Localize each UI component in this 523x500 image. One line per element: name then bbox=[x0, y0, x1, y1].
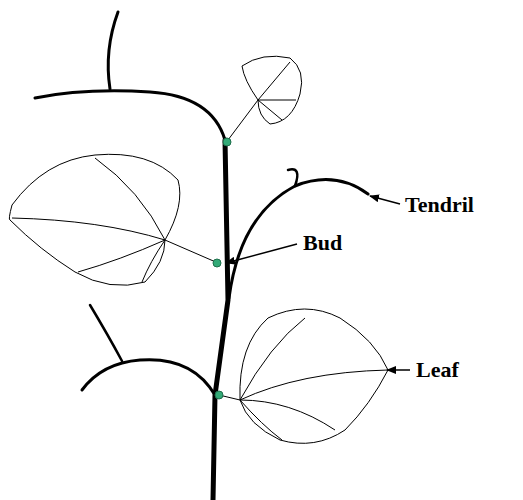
bud-dot bbox=[215, 391, 223, 399]
bud-dot bbox=[213, 259, 221, 267]
stem bbox=[213, 140, 228, 500]
leaf-vein bbox=[228, 62, 296, 140]
leaf-vein bbox=[219, 318, 388, 440]
tendril bbox=[288, 169, 297, 186]
tendril bbox=[82, 360, 215, 395]
bud-dot bbox=[223, 138, 231, 146]
tendril bbox=[90, 305, 122, 361]
leader-arrow bbox=[387, 369, 410, 371]
leader-arrow bbox=[370, 196, 400, 204]
tendril bbox=[108, 12, 118, 89]
part-label: Bud bbox=[303, 231, 342, 255]
part-label: Tendril bbox=[405, 193, 474, 217]
part-label: Leaf bbox=[416, 358, 459, 382]
leaf bbox=[9, 154, 179, 285]
leaf bbox=[242, 56, 302, 124]
leaf-vein bbox=[12, 158, 218, 282]
tendril bbox=[229, 180, 368, 298]
leader-arrow bbox=[226, 244, 297, 263]
tendril bbox=[35, 91, 225, 140]
